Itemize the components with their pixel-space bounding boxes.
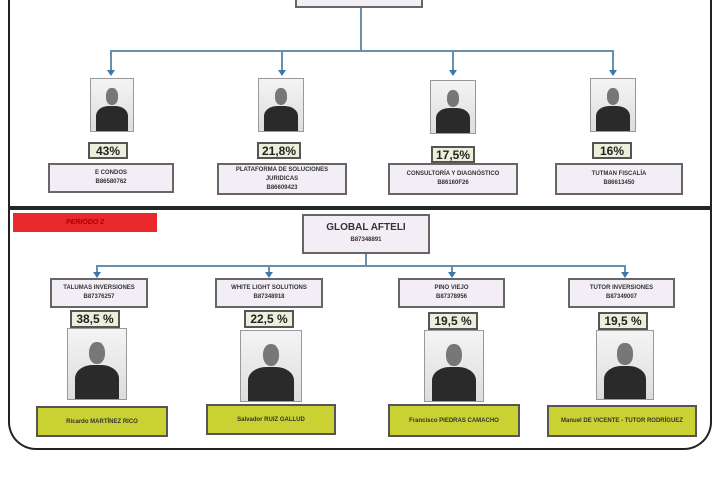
arrow-down-icon bbox=[278, 70, 286, 76]
arrow-down-icon bbox=[621, 272, 629, 278]
ownership-percent: 43% bbox=[88, 142, 128, 159]
connector bbox=[110, 50, 614, 52]
arrow-down-icon bbox=[609, 70, 617, 76]
ownership-percent: 21,8% bbox=[257, 142, 301, 159]
person-photo bbox=[258, 78, 304, 132]
ownership-percent: 38,5 % bbox=[70, 310, 120, 328]
connector bbox=[96, 265, 98, 272]
top-parent-box bbox=[295, 0, 423, 8]
company-name: TUTOR INVERSIONES bbox=[589, 285, 654, 291]
person-photo bbox=[430, 80, 476, 134]
connector bbox=[612, 50, 614, 70]
person-photo bbox=[67, 328, 127, 400]
arrow-down-icon bbox=[93, 272, 101, 278]
connector bbox=[452, 50, 454, 70]
ownership-percent: 19,5 % bbox=[598, 312, 648, 330]
company-name: PLATAFORMA DE SOLUCIONES JURIDICAS bbox=[235, 166, 329, 182]
company-name: PINO VIEJO bbox=[434, 285, 469, 291]
person-name-box: Ricardo MARTÍNEZ RICO bbox=[36, 406, 168, 437]
org-chart-frame bbox=[8, 0, 712, 450]
company-code: B87376257 bbox=[83, 294, 115, 300]
company-box: E CONDOS B86580762 bbox=[48, 163, 174, 193]
company-code: B87348918 bbox=[253, 294, 285, 300]
person-photo bbox=[590, 78, 636, 132]
arrow-down-icon bbox=[265, 272, 273, 278]
company-code: B87378956 bbox=[435, 294, 468, 300]
company-code: B87348891 bbox=[350, 237, 382, 243]
person-photo bbox=[596, 330, 654, 400]
period-divider bbox=[8, 206, 712, 210]
company-code: B86580762 bbox=[95, 179, 127, 185]
company-name: TUTMAN FISCALÍA bbox=[591, 171, 647, 177]
ownership-percent: 17,5% bbox=[431, 146, 475, 163]
person-name-box: Salvador RUIZ GALLUD bbox=[206, 404, 336, 435]
connector bbox=[110, 50, 112, 70]
ownership-percent: 19,5 % bbox=[428, 312, 478, 330]
period-label: PERIODO 2 bbox=[13, 213, 157, 232]
ownership-percent: 22,5 % bbox=[244, 310, 294, 328]
company-box: CONSULTORÍA Y DIAGNÓSTICO B86160F26 bbox=[388, 163, 518, 195]
connector bbox=[268, 265, 270, 272]
connector bbox=[360, 8, 362, 50]
person-photo bbox=[90, 78, 134, 132]
company-code: B86613450 bbox=[603, 180, 635, 186]
person-photo bbox=[240, 330, 302, 402]
company-name: TALUMAS INVERSIONES bbox=[63, 285, 135, 291]
arrow-down-icon bbox=[448, 272, 456, 278]
company-box: TALUMAS INVERSIONES B87376257 bbox=[50, 278, 148, 308]
connector bbox=[624, 265, 626, 272]
ownership-percent: 16% bbox=[592, 142, 632, 159]
connector bbox=[281, 50, 283, 70]
company-box: TUTMAN FISCALÍA B86613450 bbox=[555, 163, 683, 195]
company-code: B87349007 bbox=[605, 294, 638, 300]
company-name: WHITE LIGHT SOLUTIONS bbox=[231, 285, 307, 291]
company-box: TUTOR INVERSIONES B87349007 bbox=[568, 278, 675, 308]
arrow-down-icon bbox=[449, 70, 457, 76]
person-photo bbox=[424, 330, 484, 402]
connector bbox=[365, 254, 367, 266]
company-name: CONSULTORÍA Y DIAGNÓSTICO bbox=[406, 171, 500, 177]
company-code: B86160F26 bbox=[437, 180, 469, 186]
person-name-box: Francisco PIEDRAS CAMACHO bbox=[388, 404, 520, 437]
company-name: GLOBAL AFTELI bbox=[326, 222, 406, 233]
company-box: PLATAFORMA DE SOLUCIONES JURIDICAS B86609… bbox=[217, 163, 347, 195]
company-code: B86609423 bbox=[266, 184, 298, 191]
connector bbox=[451, 265, 453, 272]
company-name: E CONDOS bbox=[94, 170, 127, 176]
company-box: WHITE LIGHT SOLUTIONS B87348918 bbox=[215, 278, 323, 308]
company-box: PINO VIEJO B87378956 bbox=[398, 278, 505, 308]
person-name-box: Manuel DE VICENTE - TUTOR RODRÍGUEZ bbox=[547, 405, 697, 437]
parent-company-box: GLOBAL AFTELI B87348891 bbox=[302, 214, 430, 254]
arrow-down-icon bbox=[107, 70, 115, 76]
connector bbox=[96, 265, 626, 267]
